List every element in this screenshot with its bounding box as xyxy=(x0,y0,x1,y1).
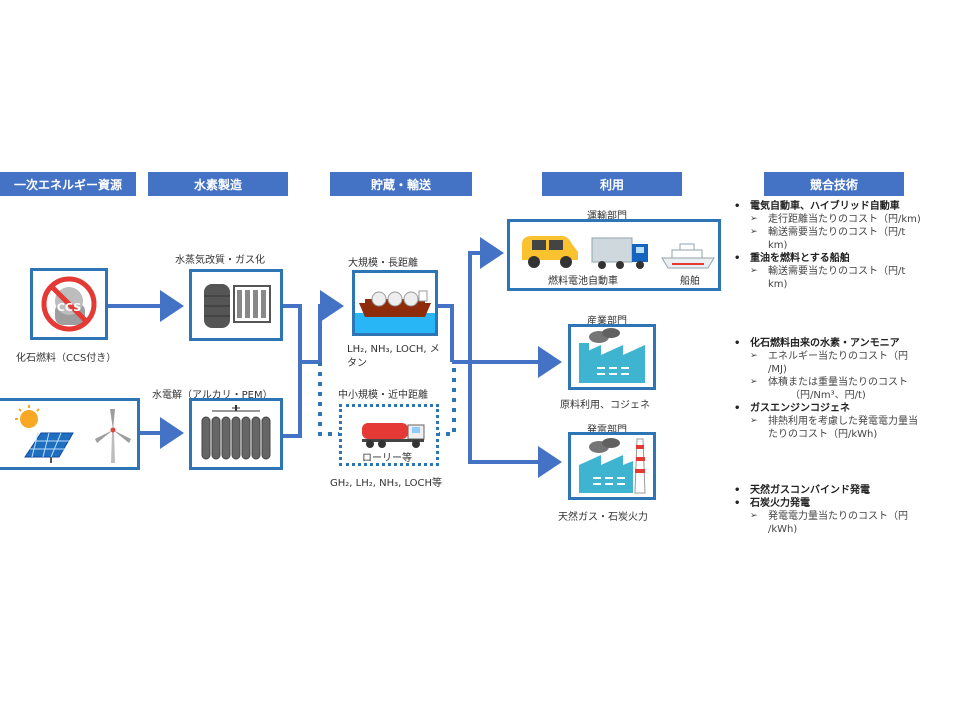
competing-item: 重油を燃料とする船舶 xyxy=(730,252,960,265)
car-icon xyxy=(522,236,578,268)
large-carriers-label: LH₂, NH₃, LOCH, メタン xyxy=(347,344,440,369)
fossil-fuel-label: 化石燃料（CCS付き） xyxy=(16,353,117,364)
competing-sub: 輸送需要当たりのコスト（円/t xyxy=(730,226,960,239)
large-storage-label: 大規模・長距離 xyxy=(348,258,418,269)
transport-box: 燃料電池自動車 船舶 xyxy=(507,219,721,291)
competing-group-ev: 電気自動車、ハイブリッド自動車 走行距離当たりのコスト（円/km) 輸送需要当た… xyxy=(730,200,960,291)
ship-label: 船舶 xyxy=(680,276,700,287)
arrow-to-power xyxy=(468,362,562,478)
competing-group-fossil-h2: 化石燃料由来の水素・アンモニア エネルギー当たりのコスト（円 /MJ) 体積また… xyxy=(730,337,960,441)
header-hydrogen-production: 水素製造 xyxy=(148,172,288,196)
reforming-label: 水蒸気改質・ガス化 xyxy=(175,255,265,266)
competing-sub: 輸送需要当たりのコスト（円/t xyxy=(730,265,960,278)
competing-sub-cont: /kWh) xyxy=(768,524,798,535)
power-sub-label: 天然ガス・石炭火力 xyxy=(558,512,648,523)
truck-icon xyxy=(591,237,648,269)
wind-turbine-icon xyxy=(95,409,131,463)
competing-sub: 発電電力量当たりのコスト（円 xyxy=(730,510,960,523)
competing-sub-cont: km) xyxy=(768,240,788,251)
competing-group-power: 天然ガスコンバインド発電 石炭火力発電 発電電力量当たりのコスト（円 /kWh) xyxy=(730,484,960,536)
electrolysis-box xyxy=(189,398,283,470)
lorry-icon xyxy=(362,423,425,448)
ccs-text: CCS xyxy=(57,301,81,314)
lorry-label: ローリー等 xyxy=(362,453,412,464)
ccs-prohibited-icon: CCS xyxy=(41,276,97,332)
competing-item: 天然ガスコンバインド発電 xyxy=(730,484,960,497)
fcv-label: 燃料電池自動車 xyxy=(548,276,618,287)
competing-sub-cont: （円/Nm³、円/t) xyxy=(790,390,866,401)
competing-sub: 体積または重量当たりのコスト xyxy=(730,376,960,389)
small-storage-label: 中小規模・近中距離 xyxy=(338,390,428,401)
competing-sub-cont: /MJ) xyxy=(768,364,787,375)
small-carriers-label: GH₂, LH₂, NH₃, LOCH等 xyxy=(330,478,443,489)
competing-sub-cont: km) xyxy=(768,279,788,290)
header-storage-transport: 貯蔵・輸送 xyxy=(330,172,472,196)
electrolysis-label: 水電解（アルカリ・PEM） xyxy=(152,390,273,401)
factory-icon xyxy=(579,328,645,383)
solar-panel-icon xyxy=(15,405,74,463)
electrolyzer-icon xyxy=(201,405,271,460)
renewable-box xyxy=(0,398,140,470)
header-primary-energy: 一次エネルギー資源 xyxy=(0,172,136,196)
reforming-box xyxy=(189,269,283,341)
competing-item: 電気自動車、ハイブリッド自動車 xyxy=(730,200,960,213)
dotted-to-small-storage xyxy=(318,362,340,436)
power-box xyxy=(568,432,656,500)
line-large-to-use xyxy=(436,304,454,362)
competing-item: 石炭火力発電 xyxy=(730,497,960,510)
transport-label: 運輸部門 xyxy=(587,211,627,222)
reformer-icon xyxy=(204,284,271,328)
lng-ship-icon xyxy=(355,290,435,333)
power-label: 発電部門 xyxy=(587,425,627,436)
line-reforming-merge xyxy=(283,304,302,438)
competing-sub: 走行距離当たりのコスト（円/km) xyxy=(730,213,960,226)
small-storage-box: ローリー等 xyxy=(339,404,439,466)
power-plant-icon xyxy=(579,438,646,494)
competing-sub: エネルギー当たりのコスト（円 xyxy=(730,350,960,363)
competing-sub-cont: たりのコスト（円/kWh) xyxy=(768,429,878,440)
dotted-small-to-use xyxy=(436,368,456,436)
arrow-to-transport xyxy=(452,237,504,364)
header-use: 利用 xyxy=(542,172,682,196)
arrow-to-large-storage xyxy=(318,290,344,362)
header-competing-tech: 競合技術 xyxy=(764,172,904,196)
competing-sub: 排熱利用を考慮した発電電力量当 xyxy=(730,415,960,428)
industry-label: 産業部門 xyxy=(587,316,627,327)
industry-sub-label: 原料利用、コジェネ xyxy=(560,400,650,411)
competing-item: 化石燃料由来の水素・アンモニア xyxy=(730,337,960,350)
large-storage-box xyxy=(352,270,438,336)
fossil-fuel-box: CCS xyxy=(30,268,108,340)
competing-item: ガスエンジンコジェネ xyxy=(730,402,960,415)
ship-icon xyxy=(661,243,715,269)
industry-box xyxy=(568,324,656,390)
